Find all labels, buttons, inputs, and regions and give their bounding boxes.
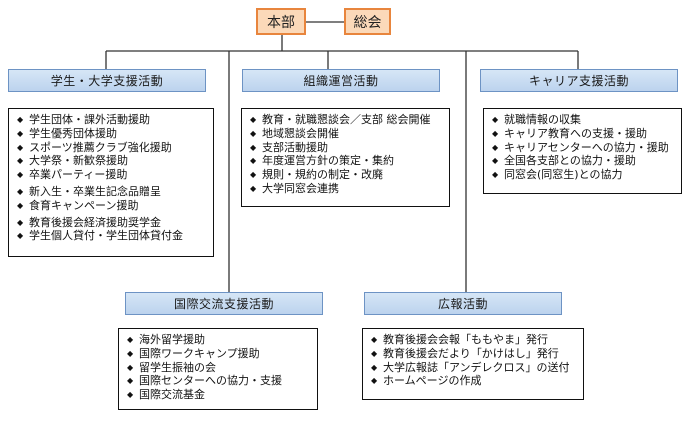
sokai-box: 総会 (344, 8, 391, 35)
list-item: 卒業パーティー援助 (17, 168, 207, 182)
intl-exchange-header: 国際交流支援活動 (125, 292, 323, 315)
org-management-header: 組織運営活動 (242, 69, 440, 92)
list-item: 地域懇談会開催 (250, 127, 443, 141)
intl-exchange-list: 海外留学援助 国際ワークキャンプ援助 留学生振袖の会 国際センターへの協力・支援… (118, 328, 318, 410)
list-item: ホームページの作成 (371, 374, 577, 388)
list-item: 新入生・卒業生記念品贈呈 (17, 185, 207, 199)
list-item: 海外留学援助 (127, 333, 311, 347)
honbu-box: 本部 (256, 8, 306, 35)
list-item: 教育後援会会報「ももやま」発行 (371, 333, 577, 347)
career-support-items: 就職情報の収集 キャリア教育への支援・援助 キャリアセンターへの協力・援助 全国… (492, 113, 675, 182)
list-item: 規則・規約の制定・改廃 (250, 168, 443, 182)
list-item: 教育・就職懇談会／支部 総会開催 (250, 113, 443, 127)
list-item: スポーツ推薦クラブ強化援助 (17, 141, 207, 155)
list-item: 国際交流基金 (127, 388, 311, 402)
career-support-list: 就職情報の収集 キャリア教育への支援・援助 キャリアセンターへの協力・援助 全国… (483, 108, 682, 194)
list-item: 大学同窓会連携 (250, 182, 443, 196)
public-relations-list: 教育後援会会報「ももやま」発行 教育後援会だより「かけはし」発行 大学広報誌「ア… (362, 328, 584, 400)
sokai-label: 総会 (353, 14, 382, 31)
career-support-title: キャリア支援活動 (528, 74, 629, 88)
public-relations-header: 広報活動 (364, 292, 562, 315)
list-item: 大学広報誌「アンデレクロス」の送付 (371, 361, 577, 375)
list-item: 学生団体・課外活動援助 (17, 113, 207, 127)
career-support-header: キャリア支援活動 (480, 69, 678, 92)
org-management-items: 教育・就職懇談会／支部 総会開催 地域懇談会開催 支部活動援助 年度運営方針の策… (250, 113, 443, 196)
student-support-header: 学生・大学支援活動 (8, 69, 206, 92)
student-support-list: 学生団体・課外活動援助 学生優秀団体援助 スポーツ推薦クラブ強化援助 大学祭・新… (8, 108, 214, 257)
org-management-list: 教育・就職懇談会／支部 総会開催 地域懇談会開催 支部活動援助 年度運営方針の策… (241, 108, 450, 207)
list-item: 食育キャンペーン援助 (17, 199, 207, 213)
intl-exchange-items: 海外留学援助 国際ワークキャンプ援助 留学生振袖の会 国際センターへの協力・支援… (127, 333, 311, 402)
list-item: 学生個人貸付・学生団体貸付金 (17, 229, 207, 243)
public-relations-items: 教育後援会会報「ももやま」発行 教育後援会だより「かけはし」発行 大学広報誌「ア… (371, 333, 577, 388)
public-relations-title: 広報活動 (437, 297, 488, 311)
list-item: 教育後援会だより「かけはし」発行 (371, 347, 577, 361)
list-item: 国際ワークキャンプ援助 (127, 347, 311, 361)
list-item: 年度運営方針の策定・集約 (250, 154, 443, 168)
intl-exchange-title: 国際交流支援活動 (173, 297, 274, 311)
honbu-label: 本部 (267, 14, 295, 31)
list-item: 学生優秀団体援助 (17, 127, 207, 141)
list-item: 国際センターへの協力・支援 (127, 374, 311, 388)
list-item: 留学生振袖の会 (127, 361, 311, 375)
list-item: 同窓会(同窓生)との協力 (492, 168, 675, 182)
list-item: キャリア教育への支援・援助 (492, 127, 675, 141)
list-item: 全国各支部との協力・援助 (492, 154, 675, 168)
list-item: 教育後援会経済援助奨学金 (17, 216, 207, 230)
list-item: 支部活動援助 (250, 141, 443, 155)
list-item: 大学祭・新歓祭援助 (17, 154, 207, 168)
student-support-items: 学生団体・課外活動援助 学生優秀団体援助 スポーツ推薦クラブ強化援助 大学祭・新… (17, 113, 207, 243)
list-item: キャリアセンターへの協力・援助 (492, 141, 675, 155)
list-item: 就職情報の収集 (492, 113, 675, 127)
org-management-title: 組織運営活動 (303, 74, 379, 88)
student-support-title: 学生・大学支援活動 (50, 74, 164, 88)
